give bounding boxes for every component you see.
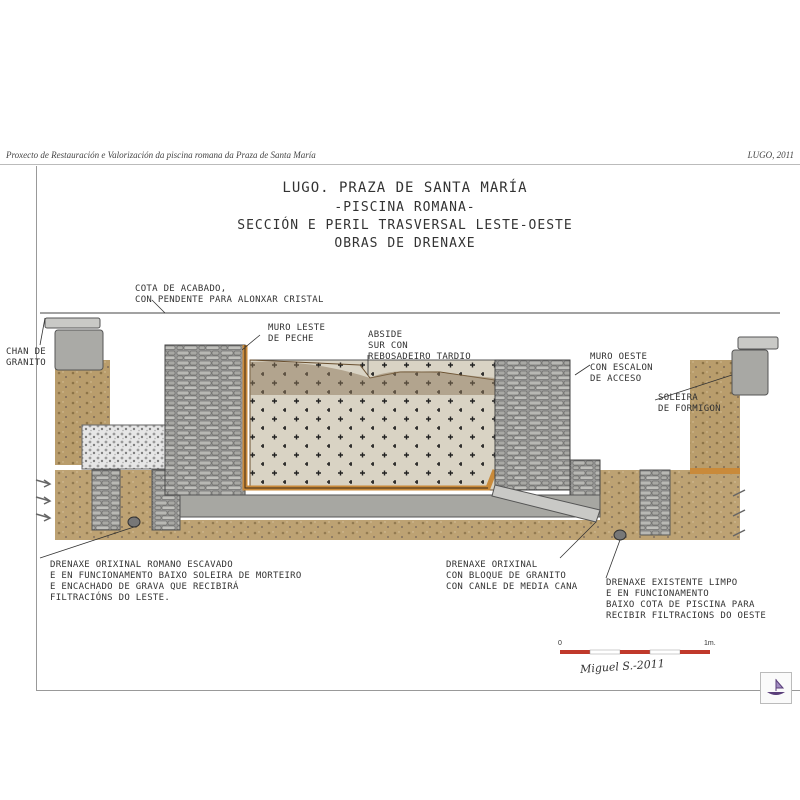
document-header-left: Proxecto de Restauración e Valorización …	[6, 150, 316, 160]
document-header-right: LUGO, 2011	[747, 150, 794, 160]
boat-logo-icon	[767, 678, 785, 695]
title-line-1: LUGO. PRAZA DE SANTA MARÍA	[282, 180, 528, 196]
scale-bar	[560, 649, 710, 655]
institution-logo	[760, 672, 792, 704]
title-line-4: OBRAS DE DRENAXE	[334, 236, 476, 251]
header-divider	[0, 164, 800, 165]
scale-end-label: 1m.	[704, 640, 716, 647]
title-line-3: SECCIÓN E PERIL TRASVERSAL LESTE-OESTE	[237, 218, 573, 233]
title-line-2: -PISCINA ROMANA-	[334, 200, 476, 215]
scale-start-label: 0	[558, 640, 562, 647]
label-cota-acabado: COTA DE ACABADO,CON PENDENTE PARA ALONXA…	[135, 284, 324, 305]
sheet-frame	[36, 166, 800, 691]
